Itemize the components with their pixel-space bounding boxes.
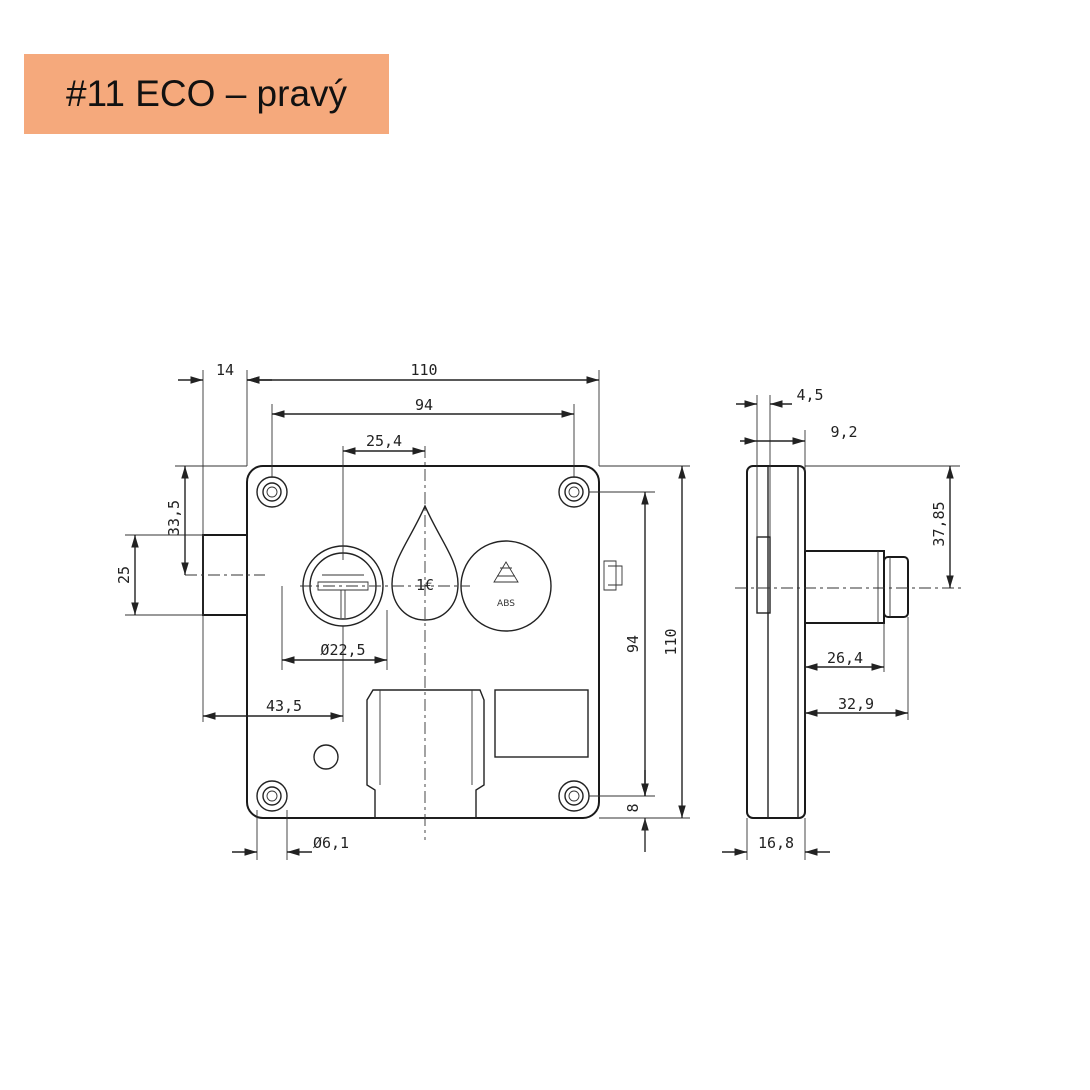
small-hole [313,744,339,770]
recycle-label: ABS [497,599,515,609]
title-badge: #11 ECO – pravý [24,54,389,134]
side-bolt [804,550,909,624]
dim-94-right: 94 [624,635,642,653]
dim-94-top: 94 [415,396,433,414]
dim-d6-1: Ø6,1 [313,834,349,852]
side-body [746,465,806,819]
latch-slot [366,689,485,819]
dim-14: 14 [216,361,234,379]
hook-symbol [603,560,623,591]
front-view: 1€ ABS [115,361,690,860]
dim-9-2: 9,2 [830,423,857,441]
dim-25: 25 [115,566,133,584]
title-text: #11 ECO – pravý [65,73,348,114]
dim-d22-5: Ø22,5 [320,641,365,659]
dim-37-85: 37,85 [930,501,948,546]
dim-110-right: 110 [662,628,680,655]
window-rect [494,689,589,758]
dim-110-top: 110 [410,361,437,379]
dim-43-5: 43,5 [266,697,302,715]
dim-32-9: 32,9 [838,695,874,713]
dim-33-5: 33,5 [165,500,183,536]
dim-25-4: 25,4 [366,432,402,450]
side-slot [756,536,771,614]
dim-8: 8 [624,803,642,812]
dim-26-4: 26,4 [827,649,863,667]
dim-16-8: 16,8 [758,834,794,852]
side-view: 4,5 9,2 37,85 26,4 32,9 16,8 [722,386,965,860]
mounting-hole-bottom-left [256,780,288,812]
lock-body [246,465,600,819]
dim-4-5: 4,5 [796,386,823,404]
